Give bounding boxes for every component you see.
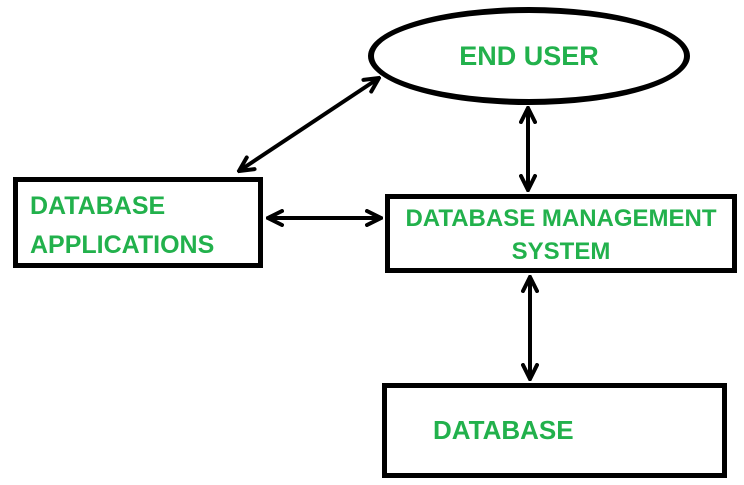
node-end-user: END USER bbox=[368, 7, 690, 105]
database-applications-label-line1: DATABASE bbox=[30, 192, 166, 220]
node-database-management-system: DATABASE MANAGEMENT SYSTEM bbox=[385, 194, 737, 273]
end-user-label: END USER bbox=[459, 40, 599, 71]
node-database-applications: DATABASE APPLICATIONS bbox=[13, 177, 263, 268]
dbms-label-line2: SYSTEM bbox=[511, 238, 611, 265]
node-database: DATABASE bbox=[382, 383, 727, 478]
arrow-database-applications-end-user bbox=[239, 78, 379, 171]
dbms-label-line1: DATABASE MANAGEMENT bbox=[405, 205, 717, 232]
database-label: DATABASE bbox=[433, 415, 574, 445]
database-applications-label-line2: APPLICATIONS bbox=[30, 231, 215, 259]
